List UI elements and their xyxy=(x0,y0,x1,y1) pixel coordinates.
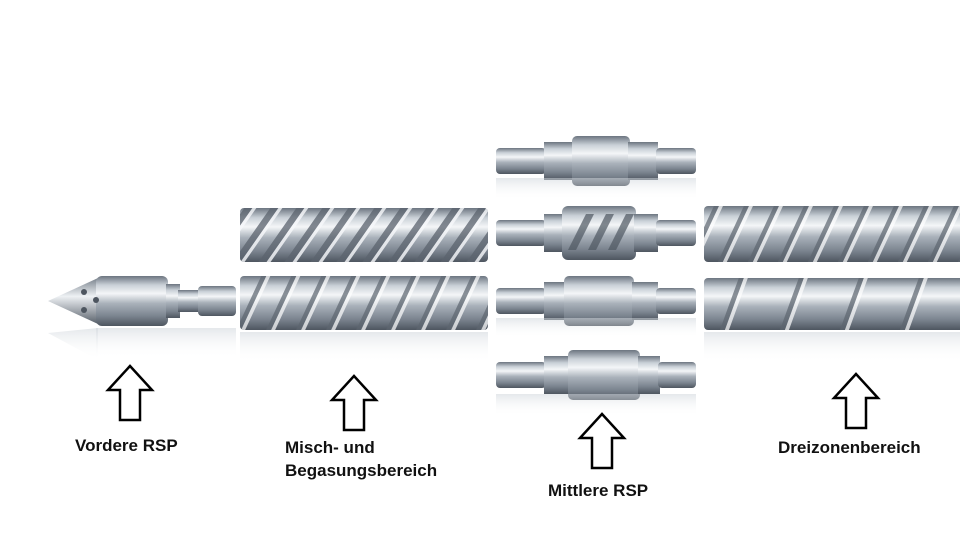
front-tip-part xyxy=(48,276,236,360)
three-zone-screw-top xyxy=(704,206,960,262)
three-zone-screw-bottom xyxy=(704,278,960,362)
label-front-rsp: Vordere RSP xyxy=(75,436,178,455)
mixing-section-top xyxy=(240,208,488,262)
label-mixing-line2: Begasungsbereich xyxy=(285,461,438,480)
middle-rsp-variant-3 xyxy=(496,276,696,338)
middle-rsp-variant-2 xyxy=(496,206,696,260)
mixing-section-bottom xyxy=(240,276,488,362)
middle-rsp-variant-4 xyxy=(496,350,696,416)
up-arrow-outline-icon xyxy=(577,412,627,470)
up-arrow-outline-icon xyxy=(329,374,379,432)
up-arrow-outline-icon xyxy=(105,364,155,422)
label-three-zone: Dreizonenbereich xyxy=(778,438,921,457)
up-arrow-outline-icon xyxy=(831,372,881,430)
label-mixing-line1: Misch- und xyxy=(285,438,375,457)
middle-rsp-variant-1 xyxy=(496,136,696,200)
label-middle-rsp: Mittlere RSP xyxy=(548,481,649,500)
